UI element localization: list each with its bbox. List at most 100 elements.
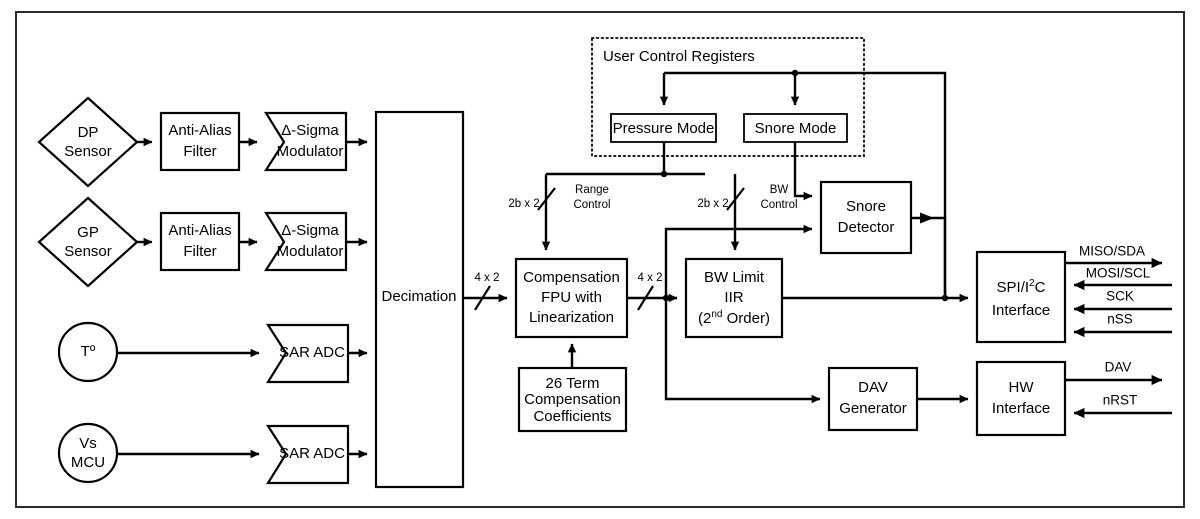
- bw-limit-order-open: (2: [698, 310, 711, 327]
- temperature-sensor-block: Tº: [57, 321, 119, 383]
- hw-interface-block: HW Interface: [975, 360, 1067, 437]
- sck-label: SCK: [1106, 289, 1134, 304]
- sar-adc-1-block: SAR ADC: [265, 323, 350, 384]
- sar-adc-2-label: SAR ADC: [279, 445, 345, 462]
- delta-sigma-modulator-2-block: Δ-Sigma Modulator: [263, 211, 348, 272]
- wire-range-control-to-fpu: 2b x 2 Range Control: [508, 174, 611, 251]
- spi-i2c-label-line2: Interface: [992, 302, 1050, 319]
- miso-sda-label: MISO/SDA: [1079, 244, 1145, 259]
- wire-fpu-branch-to-snore-detector: [664, 224, 813, 298]
- decimation-block: Decimation: [374, 110, 465, 489]
- dav-generator-label-line1: DAV: [858, 379, 888, 396]
- bus-label-fpu-out: 4 x 2: [638, 272, 663, 284]
- compensation-fpu-label-line1: Compensation: [523, 269, 620, 286]
- delta-sigma-modulator-2-label-line2: Modulator: [277, 243, 344, 260]
- wire-bwlimit-to-spi: [782, 293, 969, 303]
- compensation-coefficients-block: 26 Term Compensation Coefficients: [517, 366, 628, 433]
- wire-decimation-to-fpu: 4 x 2: [463, 272, 508, 311]
- spi-label-prefix: SPI/I: [997, 279, 1030, 296]
- sar-adc-1-label: SAR ADC: [279, 344, 345, 361]
- arrowhead-snore-detector-out: [920, 212, 934, 224]
- anti-alias-filter-1-label-line2: Filter: [183, 143, 216, 160]
- spi-i2c-interface-block: SPI/I2C Interface: [975, 250, 1067, 344]
- pressure-mode-label: Pressure Mode: [613, 120, 715, 137]
- bus-label-bw-control: 2b x 2: [697, 198, 728, 210]
- bw-control-label-line1: BW: [770, 184, 789, 196]
- compensation-fpu-label-line2: FPU with: [541, 289, 602, 306]
- io-sck: SCK: [1073, 289, 1172, 315]
- delta-sigma-modulator-1-label-line1: Δ-Sigma: [281, 122, 339, 139]
- io-nrst: nRST: [1073, 393, 1172, 419]
- range-control-label-line1: Range: [575, 184, 609, 196]
- snore-detector-label-line1: Snore: [846, 198, 886, 215]
- dp-sensor-label-line2: Sensor: [64, 143, 112, 160]
- dav-label: DAV: [1105, 360, 1132, 375]
- spi-i2c-label-line1: SPI/I2C: [997, 278, 1046, 296]
- dav-generator-block: DAV Generator: [827, 366, 919, 432]
- bw-control-label-line2: Control: [760, 199, 797, 211]
- vs-mcu-label-line1: Vs: [79, 435, 97, 452]
- bw-limit-iir-block: BW Limit IIR (2nd Order): [684, 257, 784, 339]
- bw-limit-label-line2: IIR: [724, 289, 743, 306]
- pressure-mode-register[interactable]: Pressure Mode: [610, 113, 717, 143]
- hw-interface-label-line2: Interface: [992, 400, 1050, 417]
- temperature-sensor-label: Tº: [81, 343, 96, 360]
- junction-dot-pressure-mode: [660, 170, 668, 178]
- wire-bw-control-to-bwlimit: 2b x 2 BW Control: [697, 174, 798, 251]
- io-dav: DAV: [1065, 360, 1163, 386]
- gp-sensor-label-line1: GP: [77, 224, 99, 241]
- dp-sensor-block: DP Sensor: [37, 96, 139, 188]
- anti-alias-filter-2-label-line1: Anti-Alias: [168, 222, 231, 239]
- wire-snore-detector-to-spi: [911, 212, 947, 298]
- junction-dot-register-bus: [791, 69, 799, 77]
- anti-alias-filter-2-block: Anti-Alias Filter: [159, 211, 241, 272]
- bus-label-decimation-out: 4 x 2: [475, 272, 500, 284]
- gp-sensor-block: GP Sensor: [37, 196, 139, 288]
- bw-limit-order-superscript: nd: [711, 309, 722, 320]
- delta-sigma-modulator-1-block: Δ-Sigma Modulator: [263, 111, 348, 172]
- wire-snore-mode-to-detector: [793, 142, 813, 201]
- diagram-outer-frame: [15, 11, 1185, 508]
- range-control-label-line2: Control: [573, 199, 610, 211]
- vs-mcu-label-line2: MCU: [71, 454, 105, 471]
- user-control-registers-group: User Control Registers: [591, 37, 865, 157]
- compensation-fpu-label-line3: Linearization: [529, 309, 614, 326]
- bw-limit-order-close: Order): [722, 310, 770, 327]
- sar-adc-2-block: SAR ADC: [265, 424, 350, 485]
- wire-fpu-branch-to-dav-generator: [664, 298, 821, 404]
- gp-sensor-label-line2: Sensor: [64, 243, 112, 260]
- mosi-scl-label: MOSI/SCL: [1086, 266, 1151, 281]
- nss-label: nSS: [1107, 312, 1133, 327]
- wire-pressure-mode-out: [546, 142, 705, 178]
- io-nss: nSS: [1073, 312, 1172, 338]
- snore-detector-label-line2: Detector: [838, 219, 895, 236]
- anti-alias-filter-2-label-line2: Filter: [183, 243, 216, 260]
- nrst-label: nRST: [1103, 393, 1138, 408]
- io-miso-sda: MISO/SDA: [1065, 244, 1163, 269]
- io-mosi-scl: MOSI/SCL: [1073, 266, 1172, 291]
- dav-generator-label-line2: Generator: [839, 400, 907, 417]
- compensation-coefficients-label-line3: Coefficients: [533, 408, 611, 425]
- bw-limit-label-line1: BW Limit: [704, 269, 765, 286]
- user-control-registers-label: User Control Registers: [603, 48, 755, 65]
- delta-sigma-modulator-2-label-line1: Δ-Sigma: [281, 222, 339, 239]
- compensation-coefficients-label-line2: Compensation: [524, 391, 621, 408]
- bus-label-range-control: 2b x 2: [508, 198, 539, 210]
- bw-limit-label-line3: (2nd Order): [698, 309, 770, 327]
- compensation-coefficients-label-line1: 26 Term: [546, 375, 600, 392]
- decimation-label: Decimation: [381, 288, 456, 305]
- compensation-fpu-block: Compensation FPU with Linearization: [514, 257, 629, 339]
- spi-label-superscript: 2: [1029, 278, 1035, 289]
- hw-interface-label-line1: HW: [1009, 379, 1035, 396]
- spi-label-suffix: C: [1035, 279, 1046, 296]
- wire-register-bus-top: [659, 69, 947, 298]
- vs-mcu-block: Vs MCU: [57, 422, 119, 484]
- snore-mode-register[interactable]: Snore Mode: [743, 113, 848, 143]
- snore-mode-label: Snore Mode: [755, 120, 837, 137]
- dp-sensor-label-line1: DP: [78, 124, 99, 141]
- anti-alias-filter-1-label-line1: Anti-Alias: [168, 122, 231, 139]
- wire-fpu-to-bwlimit: 4 x 2: [627, 272, 678, 311]
- anti-alias-filter-1-block: Anti-Alias Filter: [159, 111, 241, 172]
